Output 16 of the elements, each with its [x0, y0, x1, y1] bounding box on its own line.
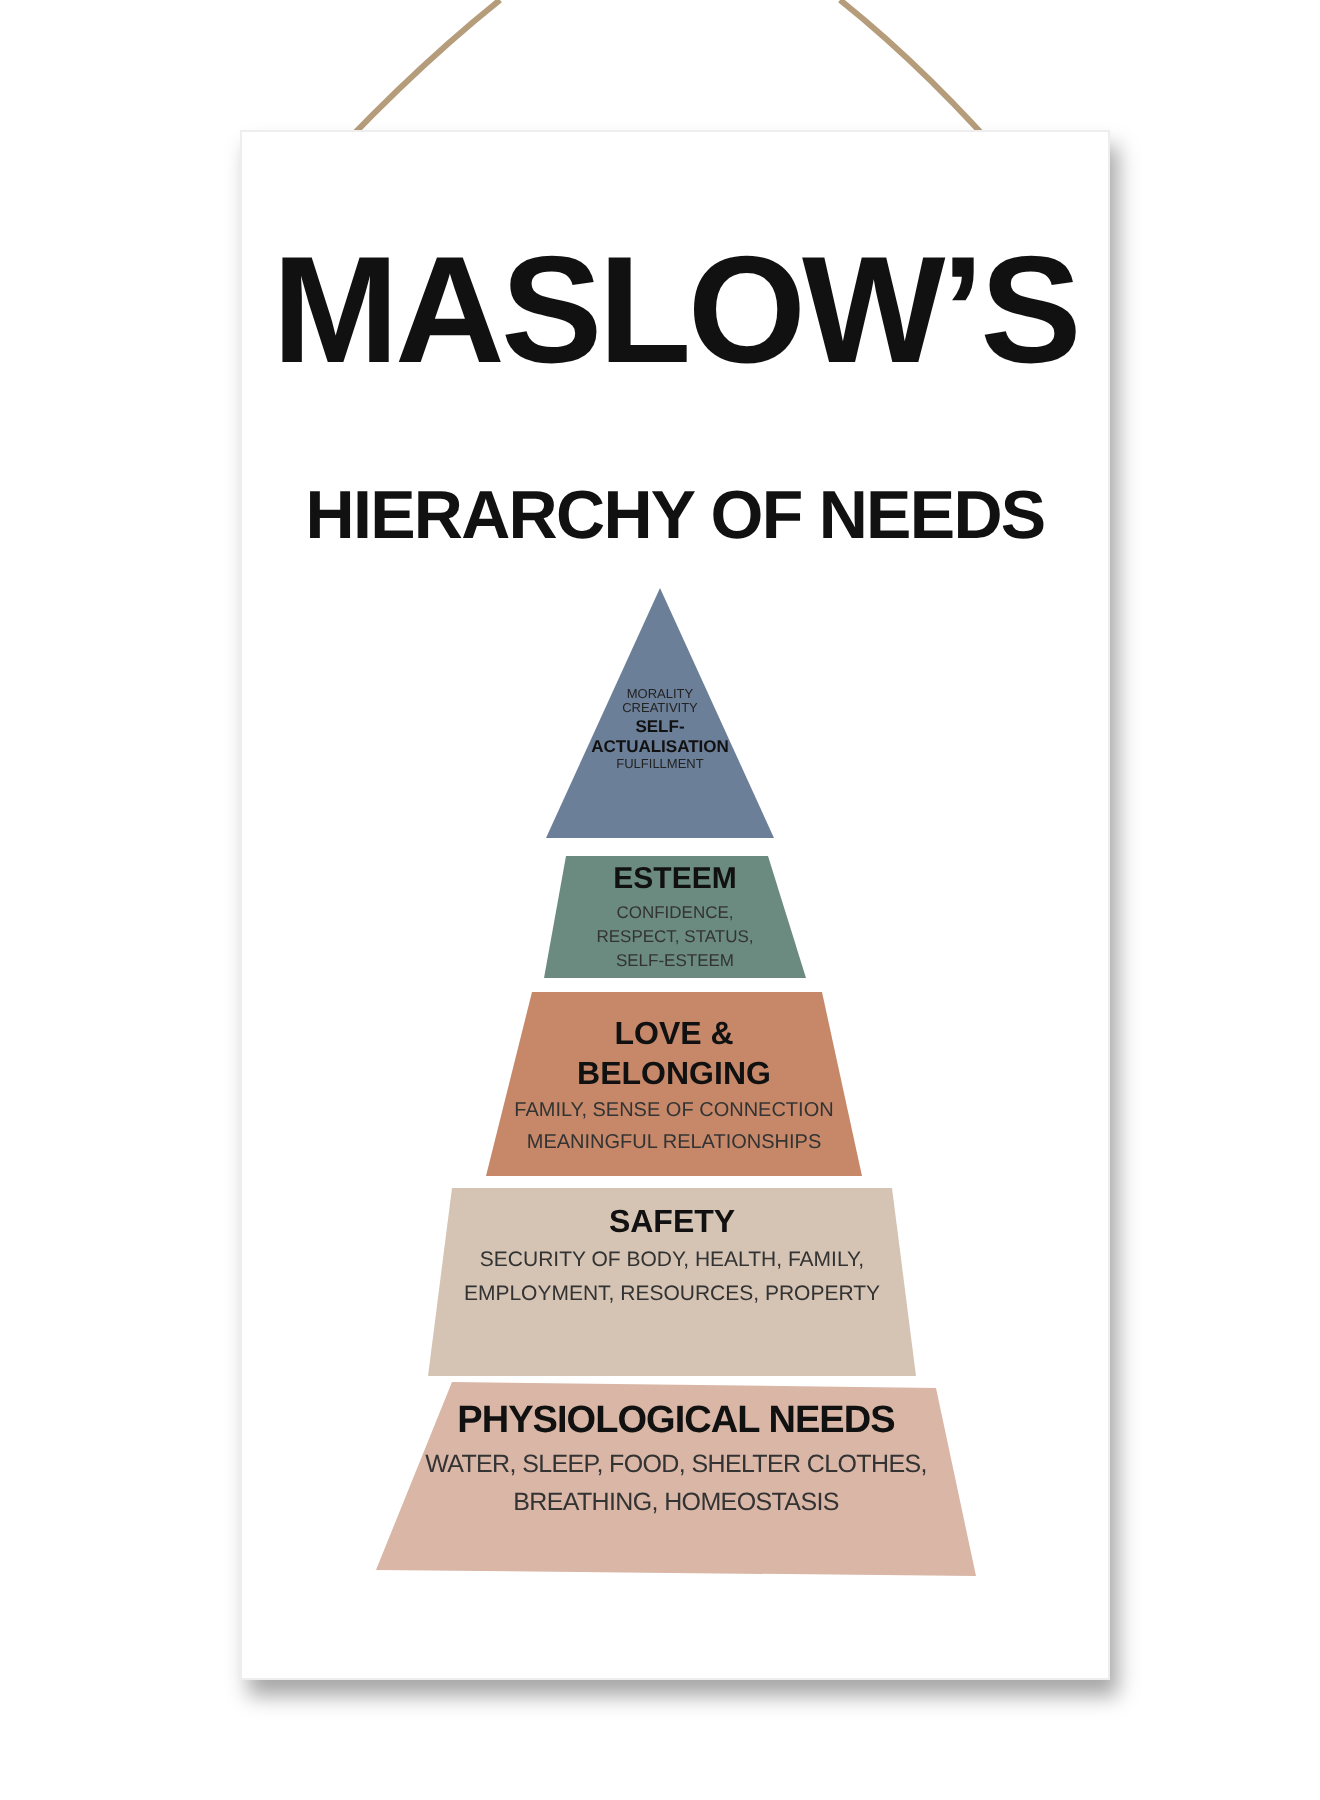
pyramid-level-band: [376, 1382, 976, 1576]
level-detail: SECURITY OF BODY, HEALTH, FAMILY, EMPLOYMENT, RESOURCES, PROPERTY: [461, 1246, 883, 1310]
pyramid-apex-triangle: [546, 588, 774, 838]
level-heading: SELF-ACTUALISATION: [589, 718, 731, 756]
pyramid-level-band: [486, 992, 862, 1176]
level-heading: LOVE & BELONGING: [575, 1016, 773, 1096]
pyramid-level-band: [544, 856, 806, 978]
pyramid-level-band: [428, 1188, 916, 1376]
level-detail: CONFIDENCE, RESPECT, STATUS, SELF-ESTEEM: [594, 899, 756, 974]
level-heading: ESTEEM: [613, 862, 737, 900]
title: MASLOW’S: [270, 236, 1080, 388]
level-heading: PHYSIOLOGICAL NEEDS: [457, 1398, 895, 1446]
level-detail: WATER, SLEEP, FOOD, SHELTER CLOTHES, BREATHING, HOMEOSTASIS: [423, 1447, 929, 1519]
level-heading: SAFETY: [608, 1204, 736, 1244]
subtitle: HIERARCHY OF NEEDS: [303, 482, 1047, 550]
level-detail: FAMILY, SENSE OF CONNECTION MEANINGFUL RELATIONSHIPS: [514, 1098, 834, 1157]
